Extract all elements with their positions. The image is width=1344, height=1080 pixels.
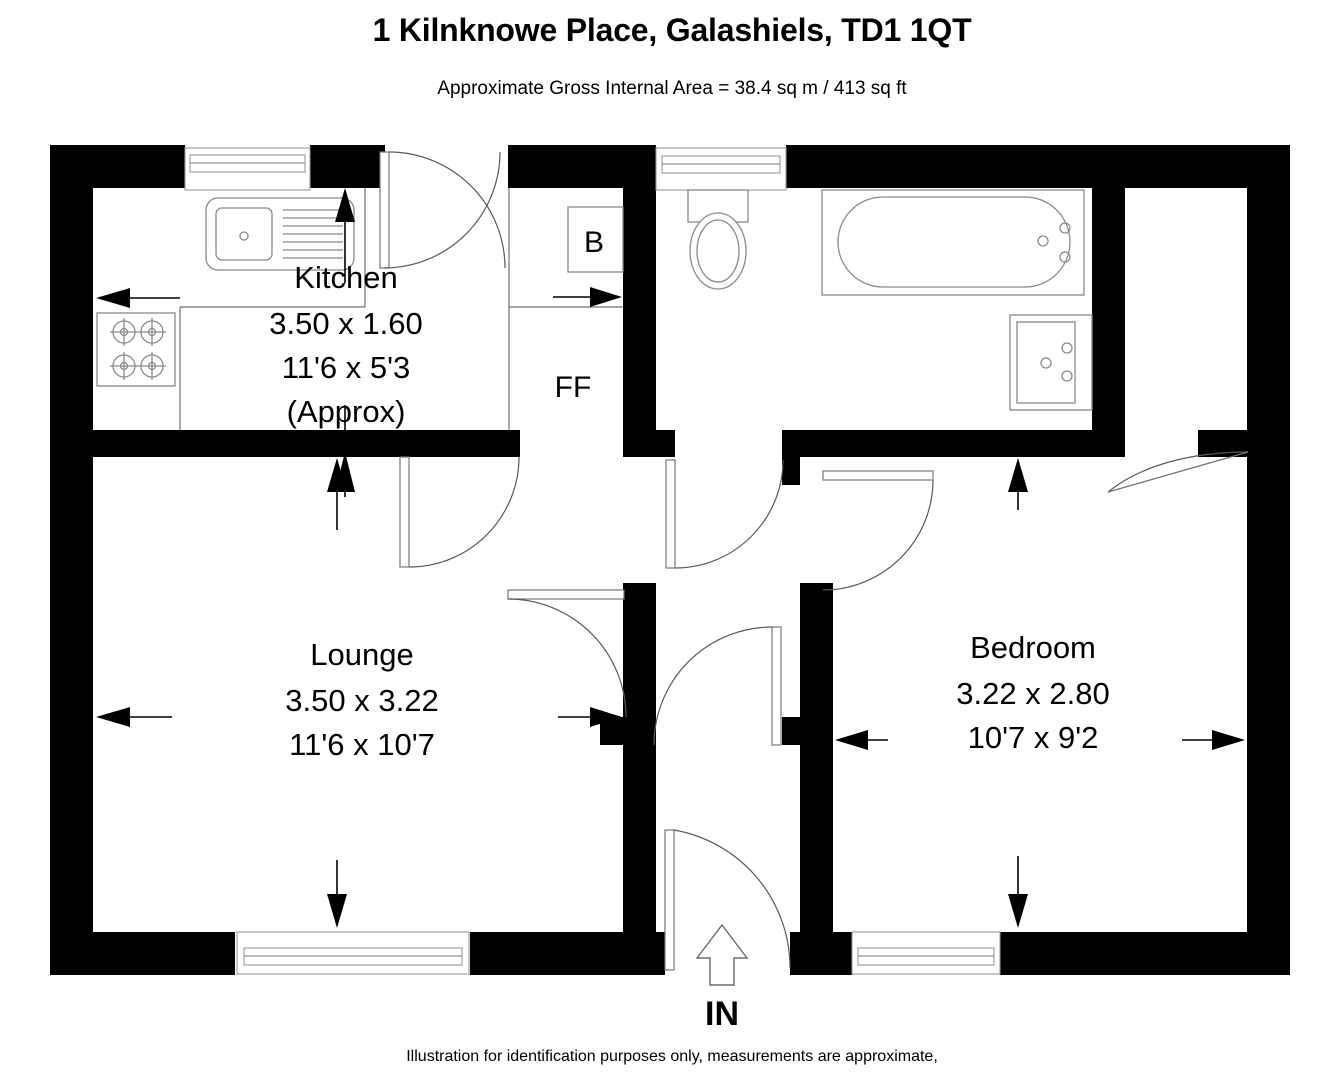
wall-exterior-bottom-b [470,932,665,975]
dim-kitchen-depth-head [335,188,355,222]
room-metric-bedroom: 3.22 x 2.80 [956,676,1109,711]
wall-internal-hall-left [623,163,656,457]
boiler-box-icon [567,206,624,273]
kitchen-worktop-line [179,188,366,430]
dim-hall-head [590,287,622,307]
basin-plug-icon [1040,357,1052,369]
door-kitchen-lounge-leaf [399,456,410,568]
dim-lounge-width2-head [590,707,622,727]
wall-exterior-right [1247,145,1290,975]
dim-lounge-width-head [96,707,130,727]
entrance-up-arrow-icon [695,923,749,986]
window-group [184,147,1001,975]
dim-bedroom-depth2-head [1008,894,1028,928]
door-lounge-leaf [507,589,625,600]
room-label-kitchen: Kitchen [294,260,397,295]
door-hall-upper-leaf [665,459,676,569]
door-kitchen-arc2 [383,151,501,269]
wall-bedroom-door-nub [782,717,833,745]
gross-internal-area-note: Approximate Gross Internal Area = 38.4 s… [437,78,907,99]
room-metric-kitchen: 3.50 x 1.60 [269,306,422,341]
basin-tap-cold-icon [1061,370,1073,382]
wall-exterior-top-b [310,145,385,188]
bath-plug-icon [1037,235,1049,247]
dim-lounge-depth2-head [327,894,347,928]
door-kitchen-lounge-arc [408,456,520,568]
room-label-lounge: Lounge [310,637,413,672]
room-imperial-lounge: 11'6 x 10'7 [289,727,435,762]
door-hall-bedroom-leaf [771,626,782,746]
sink-plughole-icon [239,231,249,241]
hob-burners-icon [110,318,166,380]
sink-drainer-grooves-icon [283,209,343,259]
wall-internal-lounge-right [623,583,656,935]
door-lounge-arc [507,598,627,718]
door-entrance-arc [673,829,791,969]
disclaimer-text: Illustration for identification purposes… [406,1048,938,1065]
room-note-kitchen: (Approx) [287,394,406,429]
wall-group [50,145,1290,975]
fridge-freezer-label: FF [555,371,592,404]
wall-internal-bathroom-bottom [782,430,1092,457]
wall-exterior-left [50,145,93,975]
wall-exterior-top-d [786,145,1290,188]
door-bedroom-arc [822,479,934,591]
bathroom-fixtures [687,189,1093,411]
door-bedroom-leaf [822,470,934,481]
basin-tap-hot-icon [1061,342,1073,354]
wall-internal-hall-top-b [623,430,675,457]
wall-internal-hall-right-stub [782,457,800,485]
page-title: 1 Kilnknowe Place, Galashiels, TD1 1QT [372,12,972,48]
dim-kitchen-width-head [96,288,130,308]
wall-lounge-door-jamb [623,583,656,607]
hall-cupboards: B FF [508,188,624,430]
wall-exterior-bottom-a [50,932,235,975]
room-imperial-bedroom: 10'7 x 9'2 [968,720,1099,755]
wall-internal-hall-right [800,583,833,935]
wc-pan-icon [689,212,747,290]
door-group [379,151,1249,971]
kitchen-fixtures [96,188,366,430]
bath-tub-icon [837,196,1071,288]
wall-lounge-door-nub [600,717,656,745]
room-label-bedroom: Bedroom [970,630,1096,665]
door-entrance-leaf [664,829,675,971]
basin-bowl-icon [1016,321,1076,404]
dim-bedroom-width2-head [1212,730,1245,750]
wall-exterior-bottom-d [1000,932,1290,975]
door-kitchen-arc [388,151,506,269]
wall-exterior-bottom-c [790,932,852,975]
door-cupboard-leaf [1107,451,1249,493]
bath-tap-hot-icon [1059,222,1071,234]
sink-basin-icon [215,207,273,261]
boiler-label: B [584,226,604,259]
cupboard-divider-lines [508,188,623,430]
bath-tap-cold-icon [1059,251,1071,263]
wall-internal-cupboard-left [1092,163,1125,457]
dimension-arrows [96,188,1245,928]
door-kitchen-leaf [379,151,390,269]
hob-unit-icon [96,312,176,387]
door-hall-bedroom-arc [653,626,773,746]
room-imperial-kitchen: 11'6 x 5'3 [282,350,410,385]
dim-lounge-depth-head [327,458,347,492]
dim-bedroom-depth-head [1008,458,1028,492]
entrance-label: IN [705,995,739,1033]
dim-bedroom-width-head [835,730,868,750]
wall-exterior-top-a [50,145,185,188]
entrance-marker: IN [695,923,749,1033]
wall-internal-kitchen-lounge [50,430,520,457]
door-cupboard-arc [1107,451,1249,493]
room-metric-lounge: 3.50 x 3.22 [285,683,438,718]
wc-seat-icon [696,219,740,283]
wc-cistern-icon [687,189,749,223]
door-hall-upper-arc [674,459,784,569]
room-labels: Kitchen 3.50 x 1.60 11'6 x 5'3 (Approx) … [269,260,1109,762]
